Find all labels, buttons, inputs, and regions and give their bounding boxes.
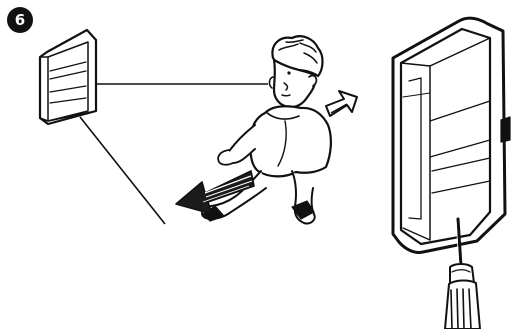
movement-arrow-upright-icon (326, 91, 357, 116)
detection-line-bottom (80, 117, 165, 224)
step-badge: 6 (7, 7, 33, 33)
motion-sensor-icon (40, 30, 96, 124)
step-number: 6 (15, 11, 25, 29)
sensor-enlarged-icon (393, 18, 510, 252)
